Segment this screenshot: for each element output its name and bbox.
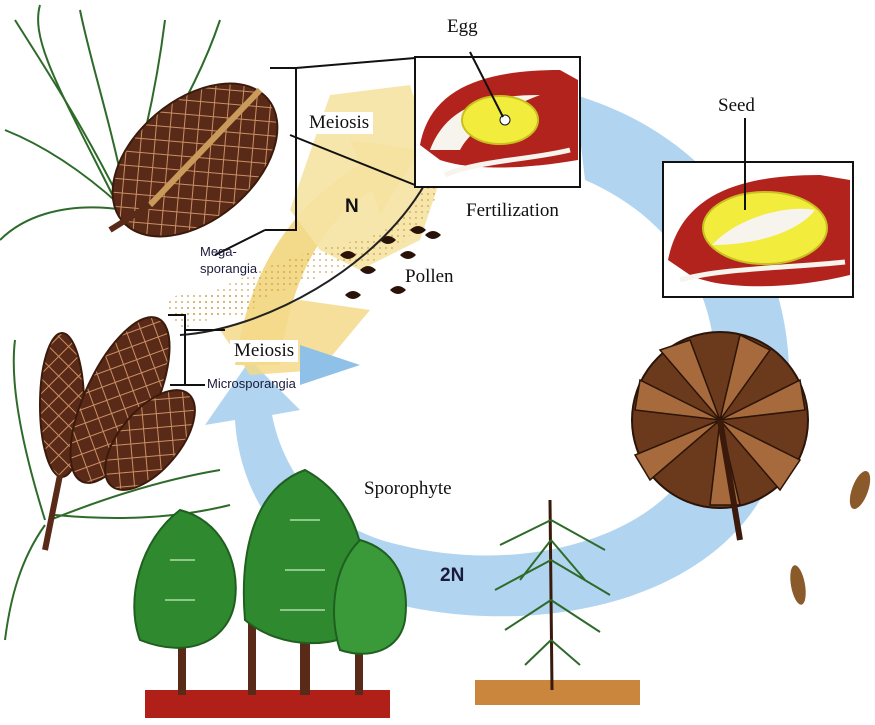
egg-inset xyxy=(415,52,580,187)
egg-label: Egg xyxy=(447,16,478,38)
megasporangia-label-line2: sporangia xyxy=(200,261,257,276)
megasporangia-label-line1: Mega- xyxy=(200,244,237,259)
microsporangia-label: Microsporangia xyxy=(207,376,296,391)
meiosis-top-label: Meiosis xyxy=(305,112,373,134)
sporophyte-label: Sporophyte xyxy=(360,478,456,500)
seed-label: Seed xyxy=(718,95,755,117)
haploid-label: N xyxy=(345,196,359,218)
mature-trees xyxy=(134,470,406,718)
winged-seeds xyxy=(788,468,875,605)
diploid-label: 2N xyxy=(440,565,464,587)
meiosis-bottom-label: Meiosis xyxy=(230,340,298,362)
pollen-label: Pollen xyxy=(405,266,454,288)
fertilization-label: Fertilization xyxy=(466,200,559,222)
seed-inset xyxy=(663,118,853,297)
microsporangia-bracket xyxy=(168,315,225,385)
